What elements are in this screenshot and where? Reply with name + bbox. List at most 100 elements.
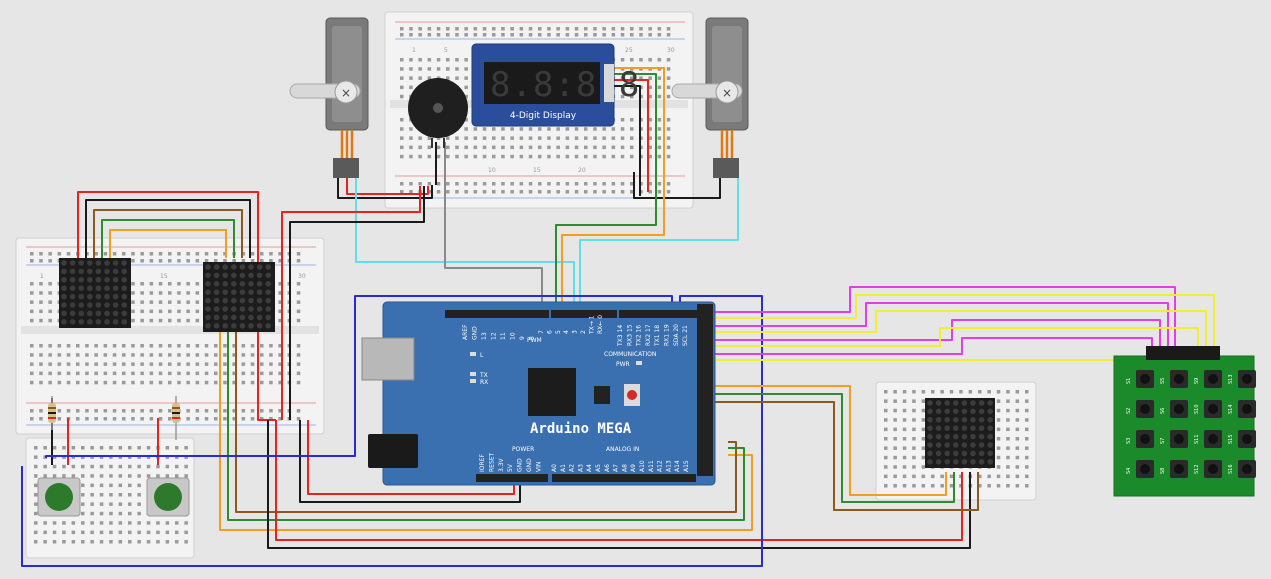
pin-label-mid-0: 7 [538,330,545,334]
pin-label-analog-0: A0 [551,464,558,472]
wire-servo-left-vcc[interactable] [346,178,429,195]
display-digits: 8.8:8.8 [490,65,640,105]
wire-keypad-3[interactable] [706,302,1169,348]
pin-label-analog-6: A6 [604,464,611,472]
arduino-comm-label: COMMUNICATION [604,351,656,358]
wire-keypad-2[interactable] [706,294,1215,348]
wire-servo-right-gnd[interactable] [633,172,721,199]
usb-port [361,337,415,381]
keypad-key-label-12: S12 [1194,464,1200,474]
keypad-key-label-15: S15 [1228,434,1234,444]
resistor-1[interactable] [48,396,56,430]
wire-matrix1-vcc[interactable] [77,191,276,421]
arduino-tx-led-label: TX [479,372,488,379]
led-matrix-3-dots [927,400,993,465]
pin-label-analog-13: A13 [665,460,672,472]
wire-servo-left-gnd[interactable] [337,178,433,199]
wire-matrix2-din[interactable] [235,332,737,513]
bb-left-col-30: 30 [298,273,306,280]
buzzer[interactable] [408,78,468,148]
pin-label-analog-7: A7 [613,464,620,472]
pin-label-analog-14: A14 [674,460,681,472]
pin-label-mid-6: TX→ 1 [588,315,595,335]
push-button-2[interactable] [146,477,190,517]
wire-servo-right-signal[interactable] [579,178,739,310]
servo-right-screw-icon: × [722,86,732,100]
pin-label-mid-4: 3 [572,330,579,334]
pin-label-analog-5: A5 [595,464,602,472]
led-matrix-1[interactable] [59,258,131,328]
wire-buzzer-signal[interactable] [444,142,543,310]
arduino-rx-led-label: RX [480,379,488,386]
pin-label-mid-3: 4 [563,330,570,334]
four-digit-display[interactable]: 8.8:8.8 4-Digit Display [471,43,640,127]
pin-label-analog-11: A11 [648,460,655,472]
wire-matrix1-gnd[interactable] [85,199,251,258]
wire-vcc-rail-top[interactable] [281,186,421,420]
wire-display-gnd[interactable] [610,85,641,196]
pin-label-right-3: RX2 17 [645,324,652,346]
wire-matrix1-clk[interactable] [109,229,227,258]
wire-keypad-5[interactable] [706,319,1161,348]
wire-keypad-7[interactable] [706,337,1153,355]
keypad-key-label-1: S1 [1126,378,1132,384]
keypad-key-label-2: S2 [1126,408,1132,414]
wire-matrix3-clk[interactable] [708,385,947,496]
wire-button2-signal[interactable] [21,295,763,567]
servo-right[interactable]: × [671,17,749,178]
pin-label-analog-10: A10 [639,460,646,472]
wire-matrix3-vcc[interactable] [275,420,963,541]
pin-label-right-2: TX2 16 [636,325,643,347]
keypad-key-label-16: S16 [1228,464,1234,474]
pin-label-left-7: 8 [529,336,536,340]
servo-left-screw-icon: × [341,86,351,100]
wire-keypad-1[interactable] [706,286,1176,348]
wire-display-dio[interactable] [555,73,657,310]
arduino-l-led-label: L [480,352,484,359]
pin-label-left-6: 9 [519,336,526,340]
wire-matrix2-cs[interactable] [227,332,745,521]
wire-display-clk[interactable] [561,67,665,310]
servo-left[interactable]: × [289,17,369,178]
wire-keypad-6[interactable] [706,327,1199,348]
keypad-key-label-7: S7 [1160,438,1166,444]
wire-matrix3-cs[interactable] [708,393,955,503]
wire-servo-left-signal[interactable] [355,178,575,310]
wire-matrix1-cs[interactable] [101,219,235,258]
led-matrix-2-dots [205,264,272,329]
pin-label-power-4: GND [517,458,524,472]
pin-label-right-6: SDA 20 [673,324,680,346]
pin-label-power-6: VIN [535,462,542,472]
wire-arduino-gnd[interactable] [299,420,521,503]
keypad-key-label-3: S3 [1126,438,1132,444]
push-button-1[interactable] [37,477,81,517]
pin-label-right-7: SCL 21 [682,325,689,346]
pin-label-left-5: 10 [510,332,517,340]
wire-gnd-rail-top[interactable] [289,186,425,420]
wire-keypad-4[interactable] [706,310,1207,348]
resistor-2[interactable] [172,396,180,440]
led-matrix-3[interactable] [925,398,995,468]
wire-button1-signal[interactable] [45,295,673,458]
pin-label-power-1: RESET [488,452,495,472]
wire-display-vcc[interactable] [610,79,649,192]
icsp-header [594,386,610,404]
pin-label-analog-3: A3 [577,464,584,472]
power-jack [368,434,418,468]
pin-label-analog-2: A2 [569,464,576,472]
bb-top-col-30: 30 [667,47,675,54]
pin-label-power-2: 3.3V [498,457,505,472]
keypad-key-label-14: S14 [1228,404,1234,414]
reset-button[interactable] [627,390,637,400]
wire-matrix3-din[interactable] [708,401,979,511]
bb-top-col-20: 20 [578,167,586,174]
pin-label-analog-9: A9 [630,464,637,472]
led-matrix-2[interactable] [203,262,275,332]
pin-label-power-3: 5V [507,463,514,472]
wire-matrix1-din[interactable] [93,209,243,258]
